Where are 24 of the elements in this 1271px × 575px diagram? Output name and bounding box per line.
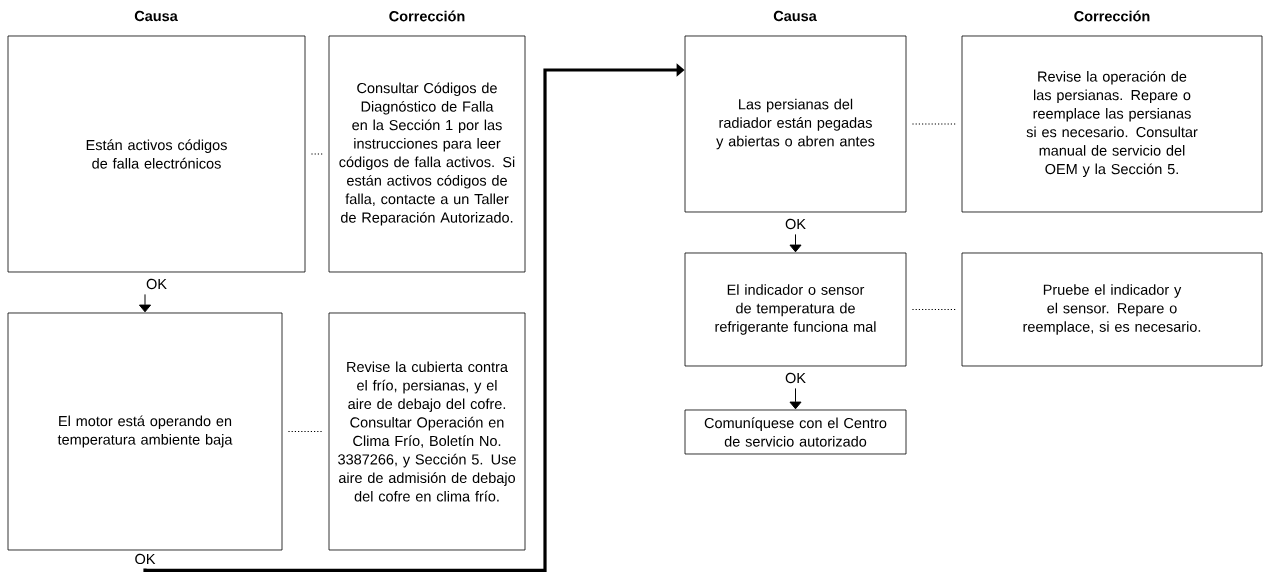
edge-label: OK	[784, 217, 807, 231]
arrow	[138, 304, 152, 313]
column-header: Corrección	[389, 10, 465, 22]
cause-box: El indicador o sensor de temperatura de refrigerante funciona mal	[684, 252, 907, 367]
column-header: Causa	[773, 10, 817, 22]
correction-box: Pruebe el indicador y el sensor. Repare o reemplace, si es necesario.	[961, 252, 1263, 367]
arrow	[789, 244, 802, 253]
dotted-leader	[911, 123, 957, 125]
dotted-leader	[310, 153, 324, 155]
edge-label: OK	[145, 277, 168, 291]
cause-box: El motor está operando en temperatura ambiente baja	[7, 312, 283, 551]
correction-box: Consultar Códigos de Diagnóstico de Falla en la Sección 1 por las instrucciones para leer códigos de falla activos. Si están activos códigos de falla, contacte a un Taller de Reparación Autorizado.	[328, 35, 526, 273]
cause-box: Comuníquese con el Centro de servicio autorizado	[684, 409, 907, 455]
correction-box: Revise la cubierta contra el frío, persianas, y el aire de debajo del cofre. Consultar Operación en Clima Frío, Boletín No. 3387266, y Sección 5. Use aire de admisión de debajo del cofre en clima frío.	[328, 312, 526, 551]
correction-box: Revise la operación de las persianas. Repare o reemplace las persianas si es necesario. Consultar manual de servicio del OEM y la Sección 5.	[961, 35, 1263, 213]
dotted-leader	[287, 430, 324, 433]
column-header: Causa	[134, 10, 178, 22]
edge-label: OK	[784, 371, 807, 385]
column-header: Corrección	[1074, 10, 1150, 22]
arrow	[789, 401, 802, 410]
edge-label: OK	[133, 552, 157, 566]
cause-box: Las persianas del radiador están pegadas y abiertas o abren antes	[684, 35, 907, 213]
dotted-leader	[911, 308, 957, 311]
cause-box: Están activos códigos de falla electrónicos	[7, 35, 306, 273]
